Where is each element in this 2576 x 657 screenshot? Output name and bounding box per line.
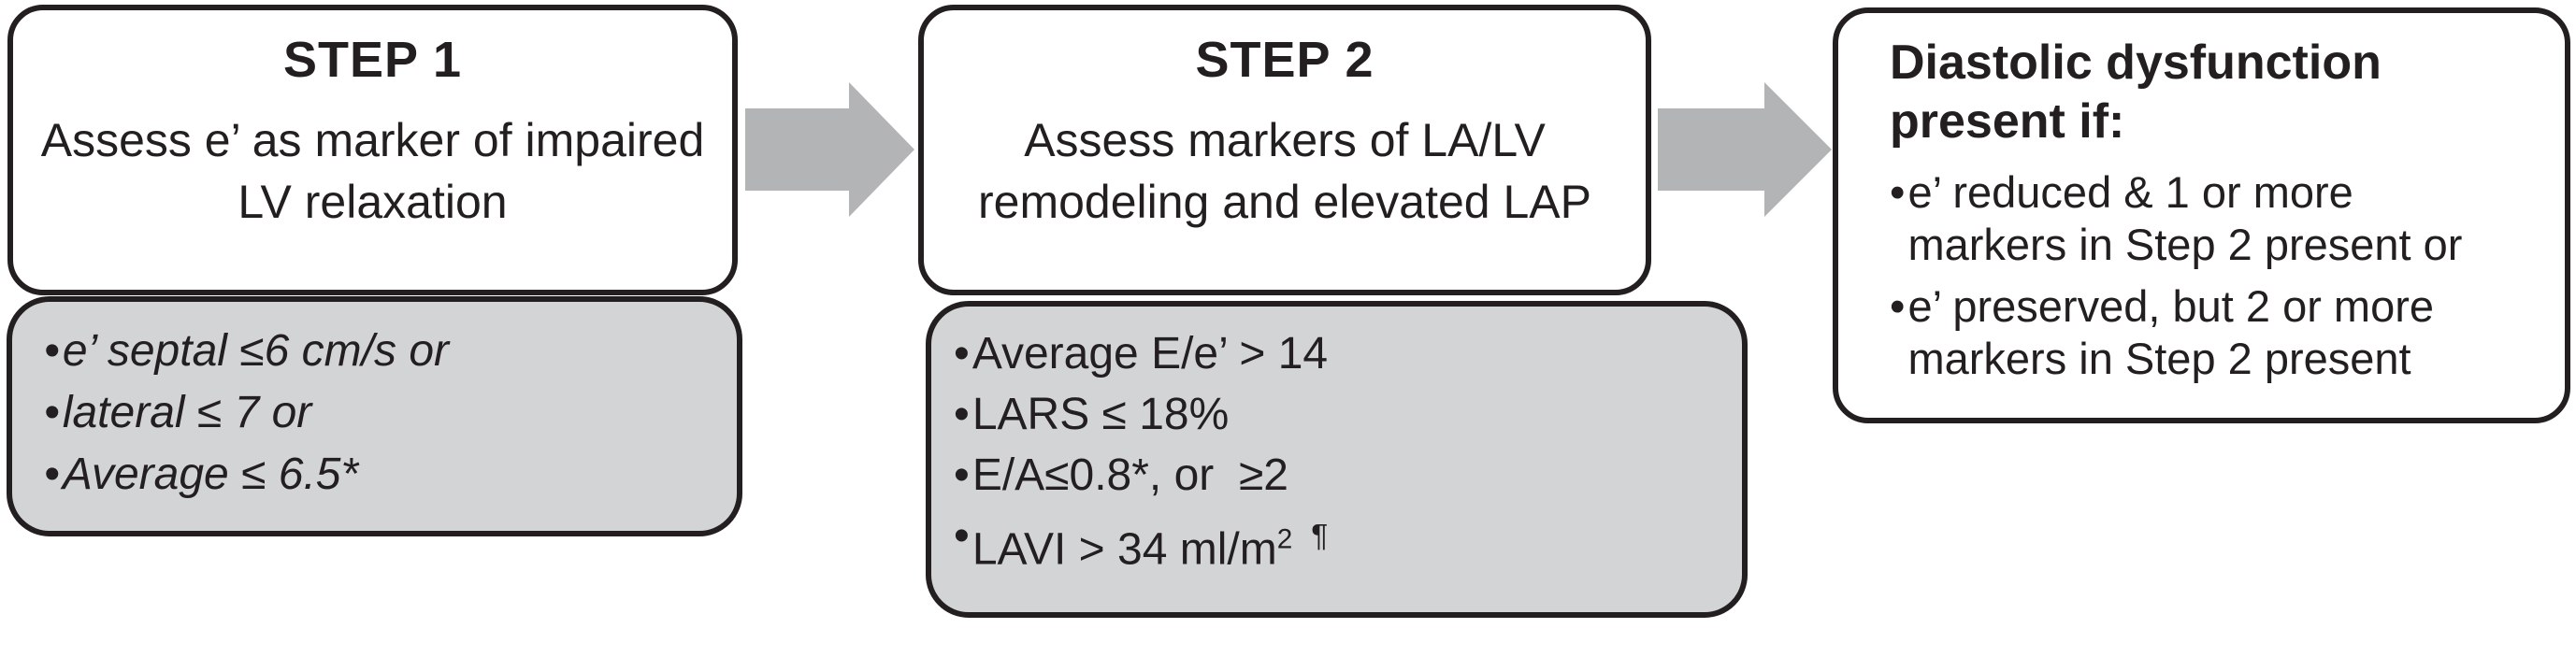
step1-criteria-box: • e’ septal ≤6 cm/s or • lateral ≤ 7 or …	[7, 296, 742, 536]
bullet-icon: •	[954, 450, 970, 500]
list-item: • E/A≤0.8*, or ≥2	[954, 445, 1723, 506]
criterion-text: e’ preserved, but 2 or more markers in S…	[1907, 281, 2447, 383]
list-item: • lateral ≤ 7 or	[44, 382, 718, 444]
bullet-icon: •	[44, 388, 60, 437]
list-item: • LAVI > 34 ml/m2 ¶	[954, 506, 1723, 580]
lavi-prefix: LAVI > 34 ml/m	[971, 524, 1277, 575]
criterion-text: Average ≤ 6.5*	[62, 450, 359, 499]
step2-box: STEP 2 Assess markers of LA/LV remodelin…	[918, 5, 1651, 295]
list-item: • Average E/e’ > 14	[954, 323, 1723, 384]
conclusion-title: Diastolic dysfunction present if:	[1890, 36, 2382, 149]
list-item: • Average ≤ 6.5*	[44, 444, 718, 506]
list-item: • e’ reduced & 1 or more markers in Step…	[1890, 166, 2537, 271]
list-item: • e’ preserved, but 2 or more markers in…	[1890, 280, 2537, 385]
list-item: • e’ septal ≤6 cm/s or	[44, 321, 718, 382]
step2-description: Assess markers of LA/LV remodeling and e…	[977, 114, 1591, 228]
criterion-text: LAVI > 34 ml/m2 ¶	[972, 506, 1329, 580]
bullet-icon: •	[44, 450, 60, 499]
conclusion-criteria-list: • e’ reduced & 1 or more markers in Step…	[1890, 166, 2537, 385]
arrow-right-icon	[745, 82, 914, 217]
step1-criteria-list: • e’ septal ≤6 cm/s or • lateral ≤ 7 or …	[12, 302, 737, 506]
step1-title: STEP 1	[282, 32, 463, 88]
criterion-text: E/A≤0.8*, or ≥2	[971, 450, 1288, 500]
arrow-right-icon	[1658, 82, 1832, 217]
bullet-icon: •	[44, 326, 60, 376]
criterion-text: e’ septal ≤6 cm/s or	[62, 326, 449, 376]
bullet-icon: •	[954, 329, 970, 378]
step1-box: STEP 1 Assess e’ as marker of impaired L…	[7, 5, 738, 295]
bullet-icon: •	[954, 390, 970, 439]
criterion-text: LARS ≤ 18%	[971, 390, 1230, 439]
list-item: • LARS ≤ 18%	[954, 384, 1723, 445]
criterion-text: e’ reduced & 1 or more markers in Step 2…	[1907, 167, 2463, 269]
step1-description: Assess e’ as marker of impaired LV relax…	[40, 114, 705, 228]
step2-title: STEP 2	[1195, 32, 1374, 88]
bullet-icon: •	[1890, 281, 1906, 331]
criterion-text: lateral ≤ 7 or	[62, 388, 312, 437]
pilcrow-footnote-mark: ¶	[1311, 519, 1329, 553]
step2-criteria-box: • Average E/e’ > 14 • LARS ≤ 18% • E/A≤0…	[926, 301, 1748, 618]
criterion-text: Average E/e’ > 14	[971, 329, 1329, 378]
lavi-superscript: 2	[1276, 523, 1293, 555]
bullet-icon: •	[1890, 167, 1906, 217]
step2-criteria-list: • Average E/e’ > 14 • LARS ≤ 18% • E/A≤0…	[931, 307, 1742, 580]
conclusion-box: Diastolic dysfunction present if: • e’ r…	[1833, 7, 2570, 423]
bullet-icon: •	[954, 511, 970, 561]
